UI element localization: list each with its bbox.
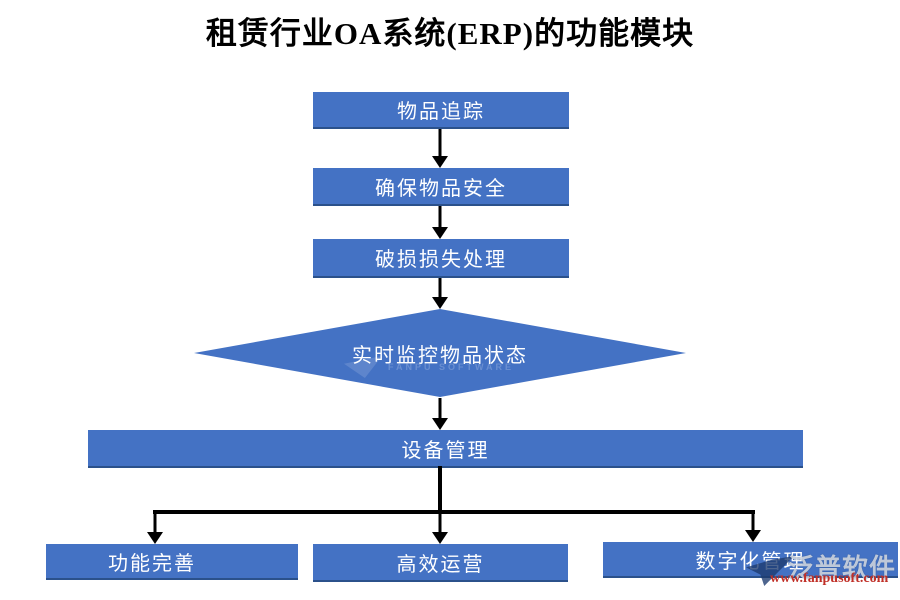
arrow-down-icon xyxy=(432,206,448,239)
watermark-brand-text: 泛普软件 xyxy=(788,554,897,583)
fanpu-faint-watermark: FANPU SOFTWARE xyxy=(344,356,514,378)
flow-node-function-improvement: 功能完善 xyxy=(46,544,298,580)
arrow-down-icon xyxy=(745,513,761,542)
node-label: 物品追踪 xyxy=(397,101,485,123)
node-label: 确保物品安全 xyxy=(375,177,507,200)
node-label: 实时监控物品状态 xyxy=(352,344,528,367)
watermark-url-text: www.fanpusoft.com xyxy=(770,571,889,586)
connector-line xyxy=(153,510,755,514)
flow-node-item-tracking: 物品追踪 xyxy=(313,92,569,129)
flow-decision-realtime-monitoring: FANPU SOFTWARE 实时监控物品状态 xyxy=(194,309,686,397)
flow-node-efficient-operation: 高效运营 xyxy=(313,544,568,582)
arrow-down-icon xyxy=(432,513,448,544)
flow-node-damage-loss: 破损损失处理 xyxy=(313,239,569,278)
node-label: 功能完善 xyxy=(108,552,196,575)
node-label: 设备管理 xyxy=(401,439,490,462)
fanpu-brand-watermark: 泛普软件 www.fanpusoft.com xyxy=(742,548,900,598)
arrow-down-icon xyxy=(432,129,448,168)
arrow-down-icon xyxy=(147,513,163,544)
connector-line xyxy=(438,466,442,512)
flow-node-digital-management: 数字化管理 xyxy=(603,542,898,578)
node-label: 破损损失处理 xyxy=(375,249,507,271)
arrow-down-icon xyxy=(432,398,448,430)
page-title: 租赁行业OA系统(ERP)的功能模块 xyxy=(205,16,695,51)
flow-node-equipment-management: 设备管理 xyxy=(88,430,803,468)
watermark-text: FANPU SOFTWARE xyxy=(388,362,515,372)
node-label: 高效运营 xyxy=(396,553,485,576)
arrow-down-icon xyxy=(432,278,448,309)
flow-node-item-safety: 确保物品安全 xyxy=(313,168,569,206)
